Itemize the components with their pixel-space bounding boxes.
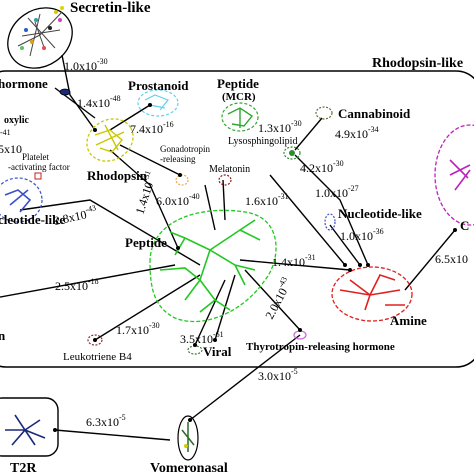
left-cut-label: n [0, 328, 6, 343]
peptide-cluster [149, 209, 277, 323]
platelet-activating-label: -activating factor [8, 162, 70, 172]
edge-label-secretin: 1.0x10-30 [64, 57, 108, 73]
t2r-label: T2R [10, 461, 37, 474]
platelet-node [34, 172, 42, 180]
gonadotropin-label: Gonadotropin [160, 144, 210, 154]
edge-label-nucleotide-right: 1.0x10-27 [315, 184, 359, 200]
edge-label-trh: 2.0x10-43 [261, 275, 296, 321]
edge-nucleotide-amine [329, 224, 361, 266]
viral-label: Viral [203, 344, 232, 359]
lysosphingolipid-label: Lysosphingolipid [228, 136, 297, 147]
edge-label-cannabinoid-lyso: 4.9x10-34 [335, 125, 379, 141]
rhodopsin-like-box [0, 70, 474, 368]
lyso-node [283, 146, 301, 160]
edge-label-hormone: 1.4x10-48 [77, 94, 121, 110]
viral-node [187, 345, 203, 355]
secretin-like-label: Secretin-like [70, 0, 151, 16]
edge-secretin-rhodopsin [61, 54, 96, 131]
edge-label-leukotriene: 1.7x10-30 [116, 321, 160, 337]
peptide-label: Peptide [125, 235, 167, 250]
edge-label-lyso-amine: 4.2x10-30 [300, 159, 344, 175]
edge-peptide-amine [239, 259, 351, 271]
edge-peptide-gonadotropin [204, 184, 216, 231]
rhodopsin-like-label: Rhodopsin-like [372, 56, 463, 71]
rhodopsin-cluster [86, 118, 134, 162]
edge-nucleotide-left-peptide [19, 199, 201, 266]
edge-label-melatonin: 1.6x10-31 [245, 192, 289, 208]
edge-lyso-amine [294, 154, 369, 266]
edge-label-left-peptide: 2.5x10-18 [55, 277, 99, 293]
edge-rhodopsin-peptide [109, 149, 179, 249]
secretin-cluster [7, 6, 73, 69]
nucleotide-right-node [324, 213, 336, 231]
c-label: C [460, 218, 469, 233]
edge-label-cannabinoid-pair: 1.3x10-30 [258, 119, 302, 135]
edge-label-nucleotide-left: 2.8x10-43 [52, 203, 98, 228]
edge-left-peptide [0, 264, 176, 298]
mcr-cluster [221, 102, 259, 132]
edge-label-viral: 3.5x10-61 [180, 330, 224, 346]
melatonin-node [218, 174, 232, 186]
edges [0, 54, 456, 441]
edge-endpoints [53, 103, 457, 432]
rhodopsin-label: Rhodopsin [87, 168, 148, 183]
mcr-label: (MCR) [222, 91, 256, 103]
edge-melatonin-amine [269, 174, 346, 266]
edge-label-nucleotide-amine: 1.0x10-36 [340, 227, 384, 243]
nucleotide-right-label: Nucleotide-like [338, 206, 422, 221]
edge-peptide-leukotriene [94, 274, 201, 341]
edge-peptide-trh [244, 269, 301, 331]
edge-rhodopsin-gonadotropin [119, 144, 181, 176]
gonadotropin-node [175, 174, 189, 186]
oxylic-label: oxylic [4, 115, 30, 126]
edge-label-platelet: 5x10 [0, 142, 22, 156]
leukotriene-label: Leukotriene B4 [63, 351, 132, 363]
edge-labels: 1.0x10-30 1.4x10-48 7.4x10-16 1.3x10-30 … [0, 57, 468, 429]
edge-peptide-melatonin [222, 179, 226, 221]
nucleotide-left-cluster [0, 177, 43, 223]
edge-amine-c [404, 229, 456, 291]
edge-label-oxylic: -41 [0, 128, 11, 137]
cannabinoid-node [315, 106, 333, 120]
t2r-box [0, 397, 59, 457]
edge-label-t2r: 6.3x10-5 [86, 413, 126, 429]
edge-label-vomeronasal: 3.0x10-5 [258, 367, 298, 383]
nucleotide-left-label: cleotide-like [0, 212, 65, 227]
hormone-node [59, 88, 71, 96]
t2r-cluster [5, 414, 46, 446]
edge-label-gonadotropin: 6.0x10-40 [156, 192, 200, 208]
melatonin-label: Melatonin [209, 164, 250, 175]
prostanoid-label: Prostanoid [128, 78, 189, 93]
trh-label: Thyrotropin-releasing hormone [246, 341, 395, 353]
edge-trh-vomeronasal [189, 334, 301, 421]
edge-cannabinoid [294, 117, 323, 151]
c-cluster [434, 124, 474, 226]
edge-peptide-viral [194, 279, 226, 346]
hormone-label: hormone [0, 76, 48, 91]
vomeronasal-label: Vomeronasal [150, 461, 228, 474]
edge-label-prostanoid: 7.4x10-16 [130, 120, 174, 136]
cannabinoid-label: Cannabinoid [338, 106, 411, 121]
peptide-mcr-label: Peptide [217, 76, 259, 91]
edge-prostanoid [109, 104, 151, 131]
platelet-label: Platelet [22, 152, 49, 162]
amine-label: Amine [390, 313, 427, 328]
leukotriene-node [87, 334, 103, 346]
gonadotropin-releasing-label: -releasing [160, 154, 196, 164]
edge-label-amine-c: 6.5x10 [435, 252, 468, 266]
edge-label-peptide-amine: 1.4x10-31 [272, 253, 316, 269]
vomeronasal-cluster [177, 415, 199, 461]
edge-vomeronasal-t2r [54, 429, 171, 441]
prostanoid-cluster [137, 89, 179, 117]
amine-cluster [331, 266, 413, 322]
